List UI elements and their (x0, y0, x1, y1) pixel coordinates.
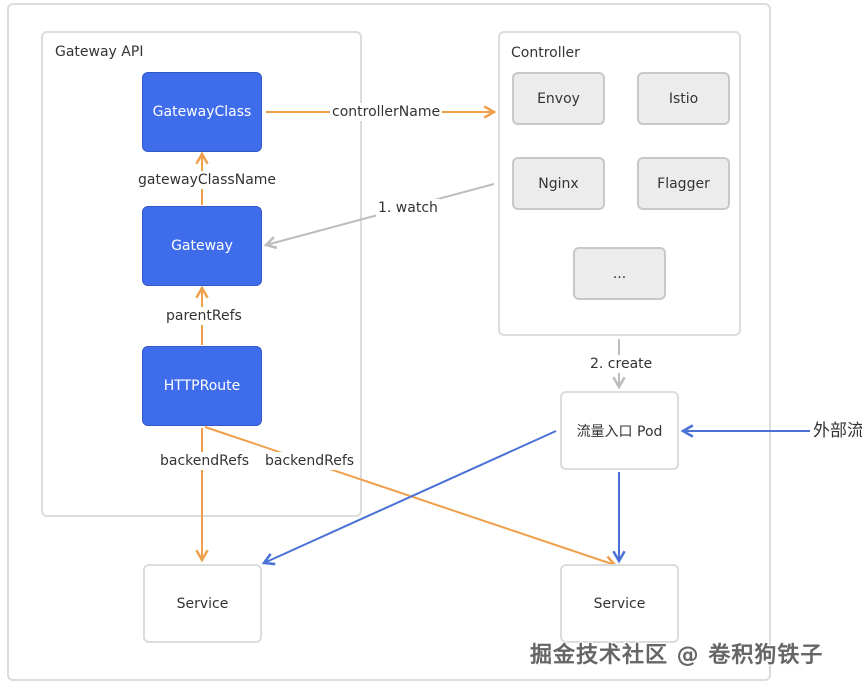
edge-label-backend-refs-right: backendRefs (263, 452, 357, 470)
gateway-api-title: Gateway API (55, 44, 144, 60)
http-route-node[interactable]: HTTPRoute (142, 346, 262, 426)
controller-nginx-label: Nginx (538, 175, 579, 192)
service-left-label: Service (176, 595, 229, 612)
controller-flagger[interactable]: Flagger (637, 157, 730, 210)
external-traffic-label: 外部流量 (813, 420, 862, 442)
edge-label-create: 2. create (588, 355, 655, 373)
controller-more-label: ... (612, 265, 627, 282)
gateway-class-label: GatewayClass (152, 104, 252, 120)
edge-label-parent-refs: parentRefs (164, 307, 244, 325)
edge-pod-to-service-left (261, 430, 557, 566)
watermark: 掘金技术社区 @ 卷积狗铁子 (530, 643, 824, 668)
service-right-node[interactable]: Service (560, 564, 679, 643)
gateway-class-node[interactable]: GatewayClass (142, 72, 262, 152)
controller-flagger-label: Flagger (657, 175, 710, 192)
ingress-pod-label: 流量入口 Pod (576, 423, 663, 440)
edge-label-controller-name: controllerName (330, 103, 443, 121)
service-left-node[interactable]: Service (143, 564, 262, 643)
edge-label-gateway-class-name: gatewayClassName (136, 171, 279, 189)
diagram-frame (7, 3, 771, 681)
controller-title: Controller (511, 45, 580, 61)
edge-label-watch: 1. watch (376, 199, 440, 217)
gateway-label: Gateway (171, 238, 233, 254)
controller-nginx[interactable]: Nginx (512, 157, 605, 210)
service-right-label: Service (593, 595, 646, 612)
ingress-pod-node[interactable]: 流量入口 Pod (560, 391, 679, 470)
controller-envoy[interactable]: Envoy (512, 72, 605, 125)
gateway-node[interactable]: Gateway (142, 206, 262, 286)
controller-envoy-label: Envoy (537, 90, 580, 107)
controller-istio[interactable]: Istio (637, 72, 730, 125)
controller-more[interactable]: ... (573, 247, 666, 300)
http-route-label: HTTPRoute (163, 378, 241, 394)
controller-istio-label: Istio (668, 90, 699, 107)
edge-label-backend-refs-left: backendRefs (158, 452, 252, 470)
